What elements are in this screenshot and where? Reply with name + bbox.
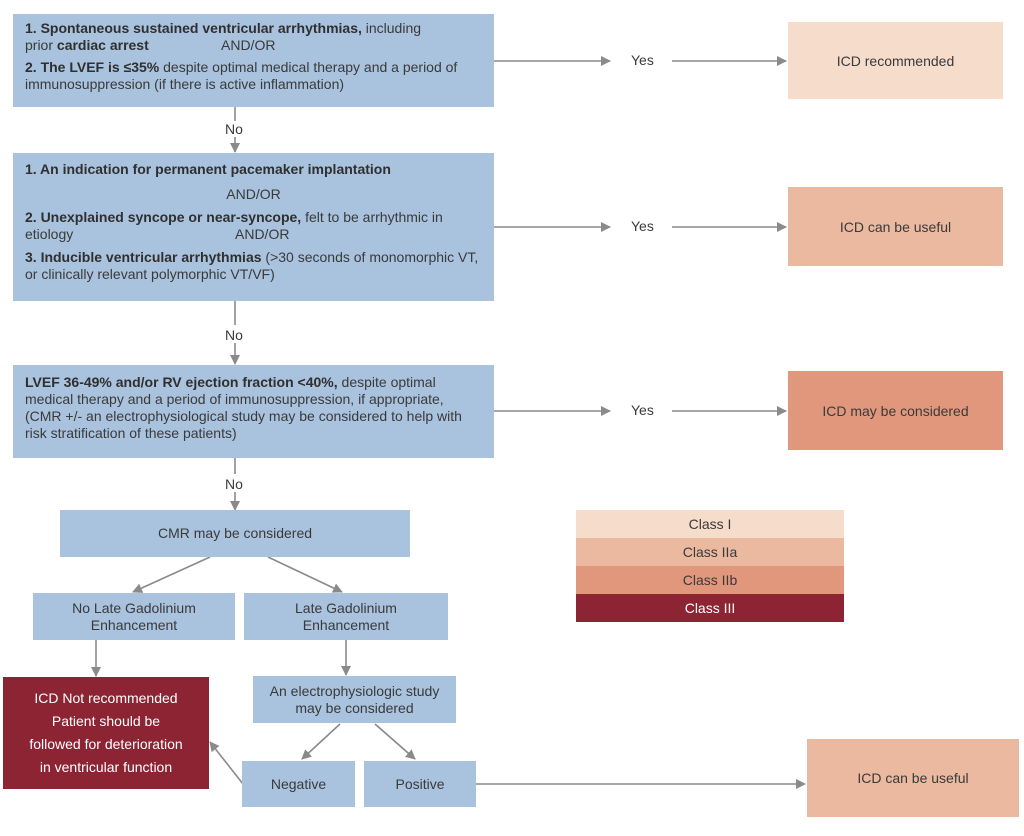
- result-icd-recommended: ICD recommended: [788, 22, 1003, 99]
- cmr-box: CMR may be considered: [60, 510, 410, 557]
- yes-label-1: Yes: [631, 52, 654, 68]
- legend-class-i: Class I: [576, 510, 844, 538]
- criteria-2-item-1: 1. An indication for permanent pacemaker…: [25, 161, 391, 177]
- andor-label: AND/OR: [221, 37, 276, 53]
- andor-label: AND/OR: [226, 186, 281, 202]
- result-icd-not-recommended: ICD Not recommended Patient should be fo…: [3, 677, 209, 789]
- result-icd-can-be-useful: ICD can be useful: [788, 187, 1003, 266]
- not-recommended-line-4: in ventricular function: [39, 759, 173, 775]
- criteria-2-item-3: 3. Inducible ventricular arrhythmias (>3…: [25, 249, 479, 282]
- not-recommended-line-1: ICD Not recommended: [34, 690, 178, 706]
- criteria-box-3: LVEF 36-49% and/or RV ejection fraction …: [13, 365, 494, 458]
- lge-box: Late Gadolinium Enhancement: [244, 593, 448, 640]
- yes-label-2: Yes: [631, 218, 654, 234]
- criteria-1-item-2: 2. The LVEF is ≤35% despite optimal medi…: [25, 59, 458, 92]
- andor-label: AND/OR: [235, 226, 290, 242]
- class-legend: Class I Class IIa Class IIb Class III: [576, 510, 844, 622]
- not-recommended-line-3: followed for deterioration: [29, 736, 183, 752]
- no-label-3: No: [225, 476, 243, 492]
- not-recommended-line-2: Patient should be: [51, 713, 161, 729]
- criteria-box-2: 1. An indication for permanent pacemaker…: [13, 153, 494, 301]
- criteria-1-item-1-line2: prior cardiac arrest AND/OR: [25, 37, 276, 53]
- criteria-2-item-2-line2: etiology AND/OR: [25, 226, 290, 242]
- positive-box: Positive: [364, 761, 476, 807]
- criteria-box-1: 1. Spontaneous sustained ventricular arr…: [13, 14, 494, 107]
- legend-class-iii: Class III: [576, 594, 844, 622]
- negative-box: Negative: [242, 761, 355, 807]
- result-icd-can-be-useful-positive: ICD can be useful: [807, 739, 1019, 817]
- legend-class-iib: Class IIb: [576, 566, 844, 594]
- eps-box: An electrophysiologic study may be consi…: [253, 676, 456, 723]
- criteria-3-text: LVEF 36-49% and/or RV ejection fraction …: [25, 374, 462, 441]
- criteria-1-item-1: 1. Spontaneous sustained ventricular arr…: [25, 20, 422, 36]
- yes-label-3: Yes: [631, 402, 654, 418]
- legend-class-iia: Class IIa: [576, 538, 844, 566]
- no-label-2: No: [225, 327, 243, 343]
- result-icd-may-be-considered: ICD may be considered: [788, 371, 1003, 450]
- no-lge-box: No Late Gadolinium Enhancement: [33, 593, 235, 640]
- criteria-2-item-2: 2. Unexplained syncope or near-syncope, …: [25, 209, 443, 225]
- no-label-1: No: [225, 121, 243, 137]
